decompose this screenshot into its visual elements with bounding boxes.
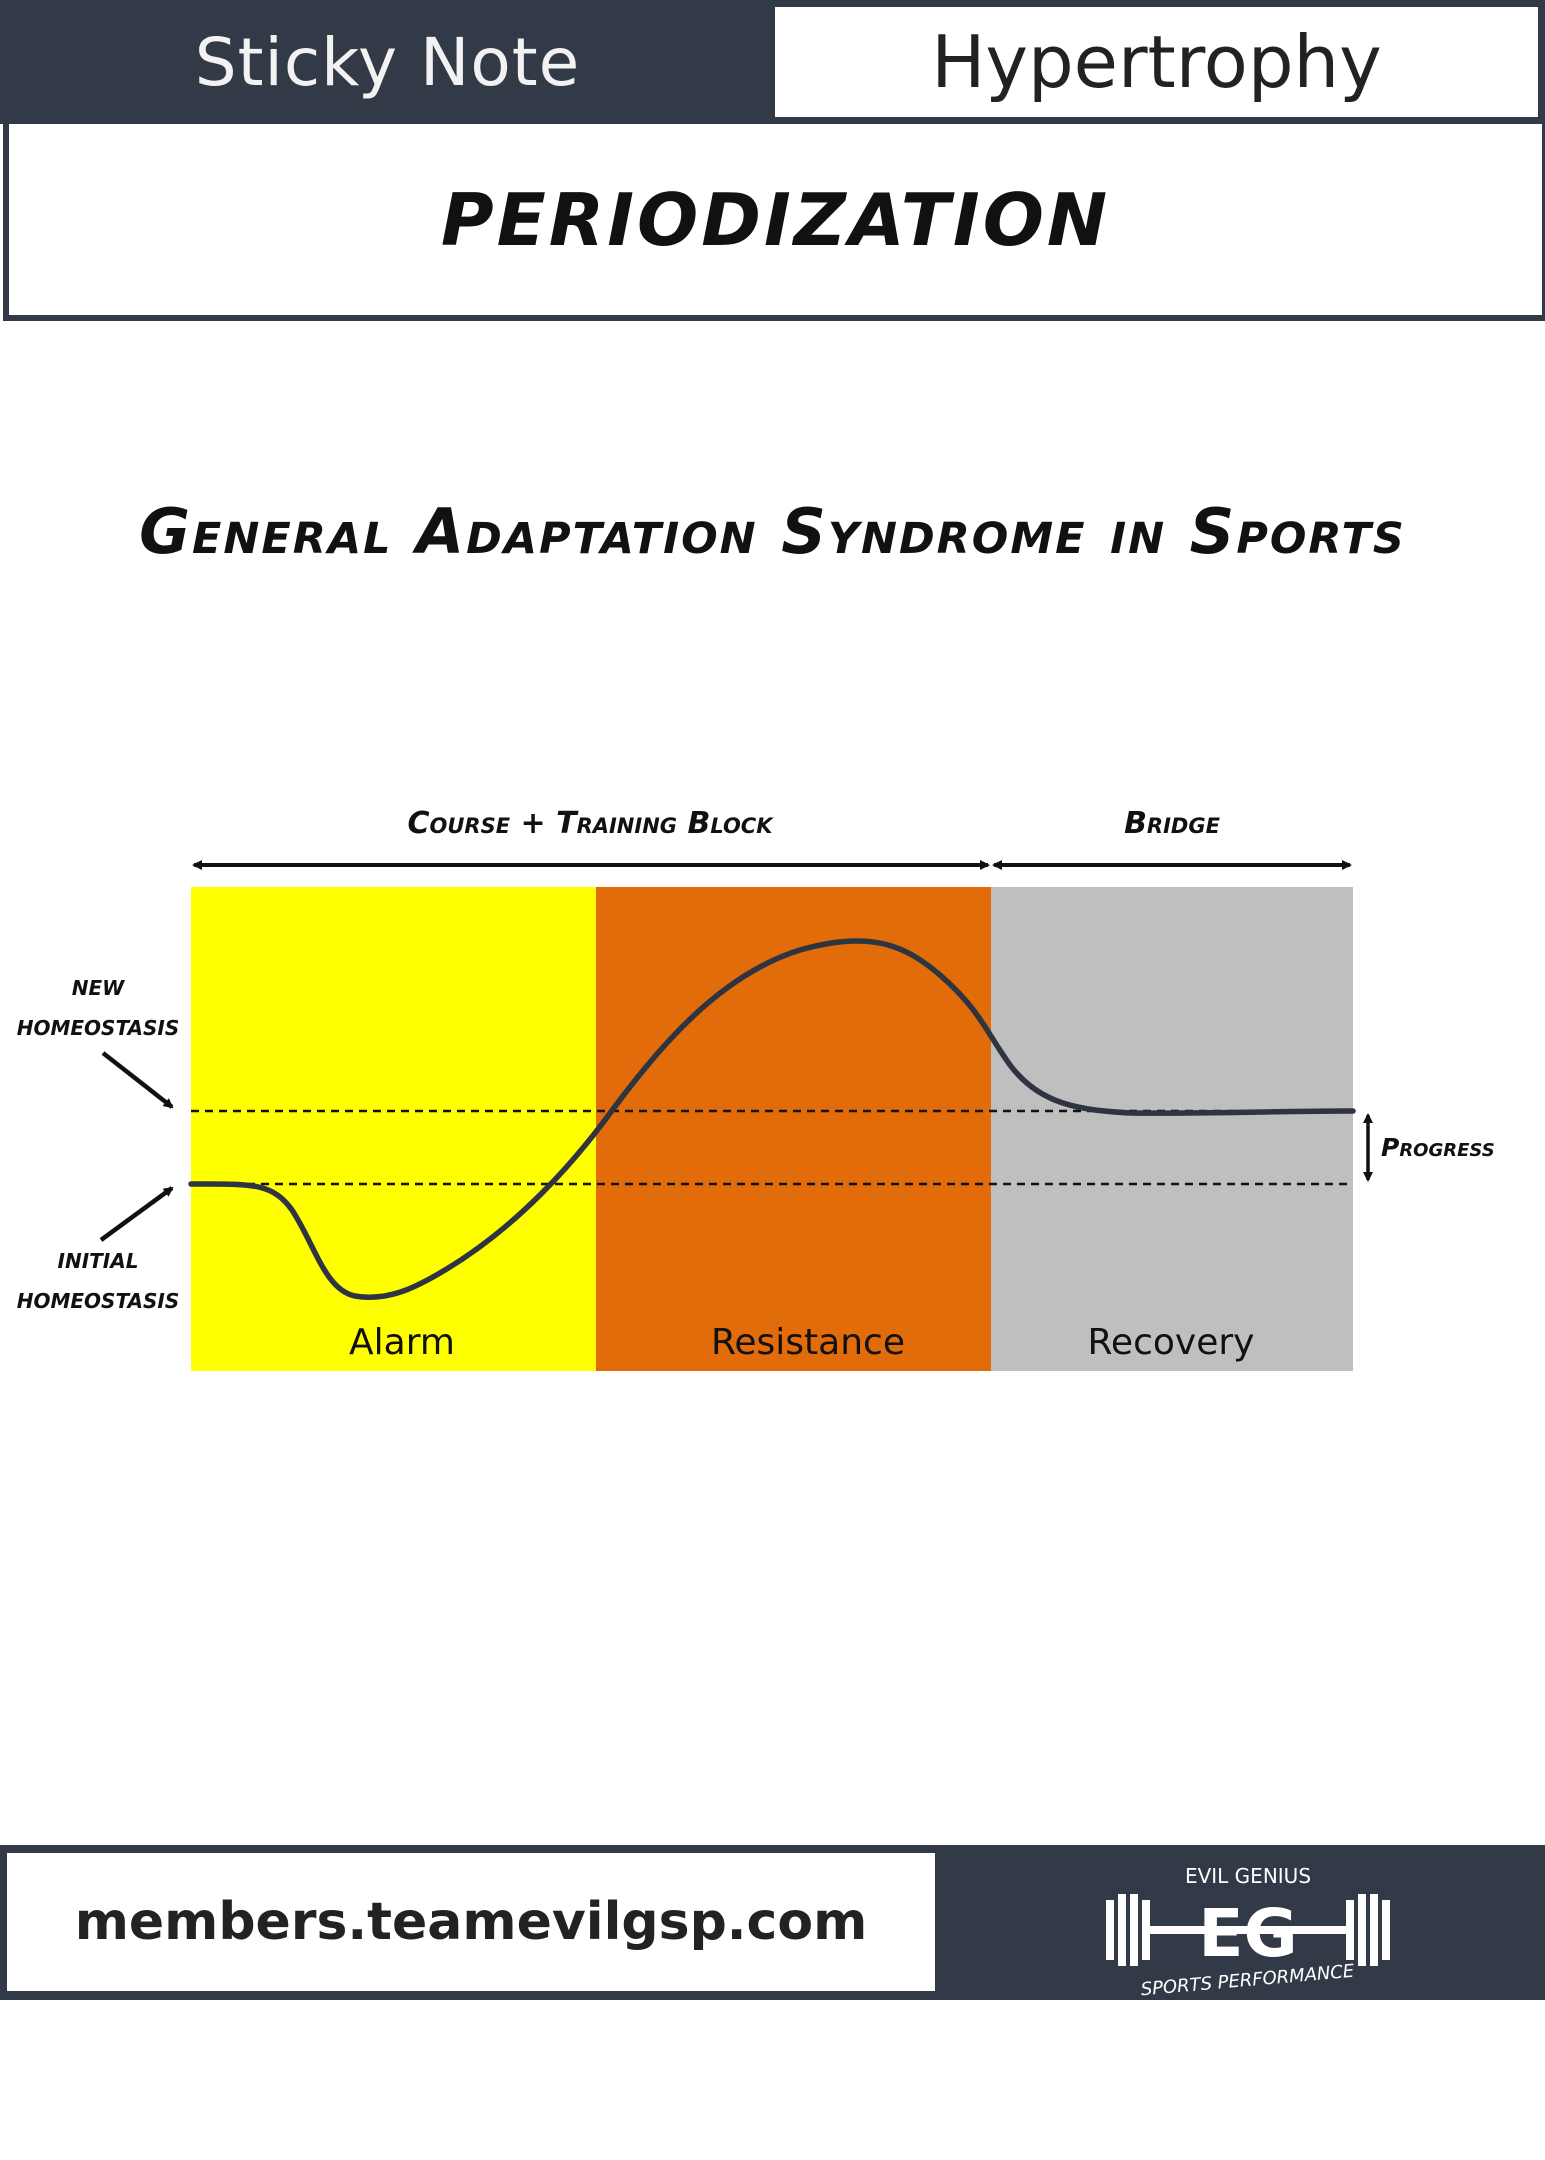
span-label-training-block: Course + Training Block: [408, 806, 775, 841]
progress-label: Progress: [1381, 1133, 1495, 1162]
page-title: PERIODIZATION: [3, 124, 1545, 321]
phase-label-alarm: Alarm: [349, 1322, 455, 1363]
callout-initial-line1: INITIAL: [58, 1249, 139, 1273]
footer-url[interactable]: members.teamevilgsp.com: [7, 1853, 935, 1991]
phase-label-resistance: Resistance: [711, 1322, 905, 1363]
callout-new-line2: HOMEOSTASIS: [17, 1016, 180, 1040]
logo-top-text: EVIL GENIUS: [1185, 1864, 1311, 1888]
logo-right-plates: [1346, 1894, 1390, 1966]
diagram-title: General Adaptation Syndrome in Sports: [139, 495, 1406, 568]
callout-new-line1: NEW: [72, 976, 125, 1000]
logo-left-plates: [1106, 1894, 1150, 1966]
logo-bar: [1150, 1926, 1346, 1934]
phase-label-recovery: Recovery: [1088, 1322, 1255, 1363]
evil-genius-logo: EVIL GENIUS EG SPORTS PERFORMANCE: [1106, 1864, 1390, 1998]
brand-title: Sticky Note: [194, 23, 581, 101]
adaptation-curve: [188, 938, 1356, 1300]
initial-homeostasis-pointer-arrow: [99, 1186, 174, 1242]
topic-label: Hypertrophy: [775, 7, 1538, 117]
phase-resistance-band: [596, 887, 991, 1371]
gas-diagram: Course + Training Block Bridge Alarm Res…: [17, 806, 1495, 1371]
new-homeostasis-pointer-arrow: [101, 1051, 174, 1109]
span-label-bridge: Bridge: [1124, 806, 1221, 841]
phase-alarm-band: [191, 887, 596, 1371]
callout-initial-line2: HOMEOSTASIS: [17, 1289, 180, 1313]
phase-recovery-band: [991, 887, 1353, 1371]
logo-mark: EG: [1198, 1895, 1297, 1972]
